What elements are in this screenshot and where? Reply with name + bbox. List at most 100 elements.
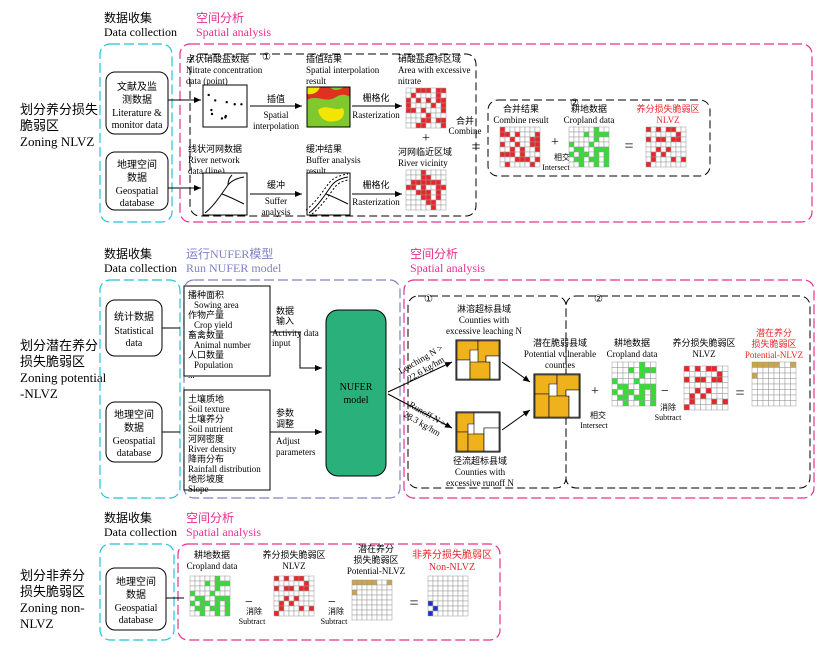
grid-cell <box>768 383 775 390</box>
grid-cell <box>524 161 531 168</box>
grid-cell <box>768 389 775 396</box>
variable-item: 畜禽数量 <box>188 329 224 340</box>
grid-cell <box>308 580 315 587</box>
grid-cell <box>209 605 216 612</box>
grid-cell <box>670 126 677 133</box>
grid-cell <box>583 156 590 163</box>
grid-cell <box>598 126 605 133</box>
grid-cell <box>524 141 531 148</box>
grid-cell <box>405 189 412 196</box>
svg-text:测数据: 测数据 <box>122 93 152 106</box>
grid-cell <box>519 161 526 168</box>
variable-item: Rainfall distribution <box>188 464 261 474</box>
grid-cell <box>588 156 595 163</box>
svg-text:data (point): data (point) <box>186 76 228 86</box>
grid-cell <box>219 590 226 597</box>
step2-number: ② <box>570 98 579 109</box>
grid-cell <box>751 361 758 368</box>
grid-cell <box>308 575 315 582</box>
grid-cell <box>705 398 712 405</box>
grid-cell <box>425 102 432 109</box>
buffer-result-label: 缓冲结果 Buffer analysis result <box>306 143 361 176</box>
grid-cell <box>273 610 280 617</box>
grid-cell <box>189 590 196 597</box>
grid-cell <box>644 394 651 401</box>
grid-cell <box>425 174 432 181</box>
source-literature-box <box>105 71 169 135</box>
grid-cell <box>622 372 629 379</box>
svg-text:Potential vulnerable: Potential vulnerable <box>524 349 596 359</box>
grid-cell <box>529 131 536 138</box>
grid-cell <box>432 575 439 582</box>
svg-text:Zoning non-: Zoning non- <box>20 600 85 615</box>
grid-cell <box>435 179 442 186</box>
grid-cell <box>617 367 624 374</box>
svg-text:非养分损失脆弱区: 非养分损失脆弱区 <box>412 548 492 561</box>
nufer-model-box <box>325 309 387 477</box>
grid-cell <box>457 575 464 582</box>
svg-text:输入: 输入 <box>276 315 294 326</box>
step2-frame-2 <box>565 295 811 489</box>
grid-cell <box>529 126 536 133</box>
grid-cell <box>583 151 590 158</box>
grid-cell <box>457 595 464 602</box>
grid-cell <box>519 146 526 153</box>
grid-cell <box>283 590 290 597</box>
svg-text:耕地数据: 耕地数据 <box>614 337 650 348</box>
grid-cell <box>435 194 442 201</box>
grid-cell <box>376 599 383 606</box>
grid-cell <box>356 599 363 606</box>
grid-cell <box>219 595 226 602</box>
grid-cell <box>655 161 662 168</box>
grid-cell <box>524 131 531 138</box>
grid-cell <box>588 141 595 148</box>
grid-cell <box>288 610 295 617</box>
grid-cell <box>611 400 618 407</box>
data-collection-title-en-2: Data collection <box>104 261 177 275</box>
grid-cell <box>722 376 729 383</box>
grid-cell <box>773 367 780 374</box>
grid-cell <box>675 141 682 148</box>
grid-cell <box>288 595 295 602</box>
grid-cell <box>711 382 718 389</box>
svg-text:nitrate: nitrate <box>398 76 421 86</box>
grid-cell <box>303 610 310 617</box>
svg-text:Cropland data: Cropland data <box>564 115 615 125</box>
grid-cell <box>593 151 600 158</box>
grid-cell <box>293 595 300 602</box>
grid-cell <box>442 580 449 587</box>
svg-text:data: data <box>126 338 143 349</box>
grid-cell <box>689 382 696 389</box>
point-data-label: 点状硝酸盐数据 Nitrate concentration data (poin… <box>186 53 263 86</box>
grid-cell <box>578 146 585 153</box>
grid-cell <box>650 372 657 379</box>
grid-cell <box>650 151 657 158</box>
combine-label: 合并 Combine <box>449 115 482 136</box>
minus-sign-3b: − <box>328 595 336 610</box>
grid-cell <box>194 600 201 607</box>
variable-item: 河网密度 <box>188 433 224 444</box>
data-collection-title-en-3: Data collection <box>104 525 177 539</box>
grid-cell <box>288 605 295 612</box>
grid-cell <box>757 378 764 385</box>
data-collection-title-en: Data collection <box>104 25 177 39</box>
grid-cell <box>650 156 657 163</box>
svg-text:河网临近区域: 河网临近区域 <box>398 146 452 157</box>
grid-cell <box>779 389 786 396</box>
svg-text:NLVZ: NLVZ <box>692 349 715 359</box>
grid-cell <box>435 189 442 196</box>
grid-cell <box>568 146 575 153</box>
grid-cell <box>524 151 531 158</box>
variable-item: Soil nutrient <box>188 424 233 434</box>
grid-cell <box>751 400 758 407</box>
grid-cell <box>194 605 201 612</box>
svg-text:Combine result: Combine result <box>493 115 549 125</box>
grid-cell <box>622 383 629 390</box>
river-data-label: 线状河网数据 River network data (line) <box>188 143 242 176</box>
grid-cell <box>204 585 211 592</box>
grid-cell <box>194 590 201 597</box>
grid-cell <box>440 199 447 206</box>
grid-cell <box>694 387 701 394</box>
grid-cell <box>283 580 290 587</box>
